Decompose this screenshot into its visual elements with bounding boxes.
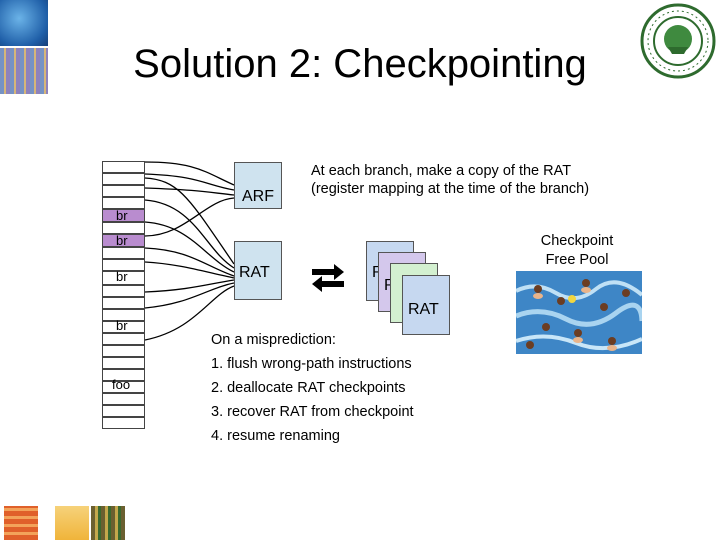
- rob-cell-branch: [102, 209, 145, 222]
- rob-cell: [102, 271, 145, 285]
- mispredict-step: 2. deallocate RAT checkpoints: [211, 380, 406, 396]
- chip-photo-icon: [0, 0, 48, 94]
- rob-cell: [102, 173, 145, 185]
- pool-label-line: Free Pool: [545, 252, 609, 268]
- pool-label: Checkpoint Free Pool: [520, 232, 634, 270]
- rob-cell: [102, 185, 145, 197]
- rob-cell: [102, 222, 145, 234]
- rob-cell: [102, 345, 145, 357]
- rob-cell: [102, 297, 145, 309]
- rob-cell: [102, 321, 145, 333]
- rob-entry-br: br: [116, 269, 128, 284]
- rob-cell: [102, 357, 145, 369]
- rob-cell-branch: [102, 234, 145, 247]
- mispredict-step: 3. recover RAT from checkpoint: [211, 404, 414, 420]
- rob-entry-foo: foo: [112, 377, 131, 392]
- rob-entry-br: br: [116, 318, 128, 333]
- slide-title: Solution 2: Checkpointing: [133, 42, 587, 86]
- rob-cell: [102, 309, 145, 321]
- rob-cell: [102, 247, 145, 259]
- pool-photo: [516, 271, 642, 354]
- copy-note-line: (register mapping at the time of the bra…: [311, 181, 590, 197]
- rob-cell: [102, 285, 145, 297]
- arf-label: ARF: [242, 188, 274, 205]
- mispredict-list: On a misprediction: 1. flush wrong-path …: [211, 328, 414, 448]
- checkpoint-rat: RAT: [402, 275, 450, 335]
- rob-cell: [102, 259, 145, 271]
- footer-chip-icons: [0, 506, 130, 540]
- rob-cell: [102, 417, 145, 429]
- rob-entry-br: br: [116, 233, 128, 248]
- rat-label: RAT: [239, 264, 270, 281]
- pool-label-line: Checkpoint: [540, 233, 614, 249]
- double-arrow-icon: [310, 263, 346, 293]
- rob-cell: [102, 369, 145, 381]
- mispredict-heading: On a misprediction:: [211, 332, 336, 348]
- rob-cell: [102, 333, 145, 345]
- rob-cell: [102, 161, 145, 173]
- rob-cell: [102, 405, 145, 417]
- mispredict-step: 1. flush wrong-path instructions: [211, 356, 412, 372]
- mispredict-step: 4. resume renaming: [211, 428, 340, 444]
- institute-seal-logo: [638, 2, 718, 80]
- arf-box: ARF: [234, 162, 282, 209]
- rob-entry-br: br: [116, 208, 128, 223]
- copy-note: At each branch, make a copy of the RAT (…: [311, 162, 589, 198]
- rob-cell: [102, 197, 145, 209]
- checkpoint-label: RAT: [408, 301, 439, 318]
- rob-cell: [102, 381, 145, 393]
- rob-cell: [102, 393, 145, 405]
- rat-box: RAT: [234, 241, 282, 300]
- copy-note-line: At each branch, make a copy of the RAT: [311, 163, 572, 179]
